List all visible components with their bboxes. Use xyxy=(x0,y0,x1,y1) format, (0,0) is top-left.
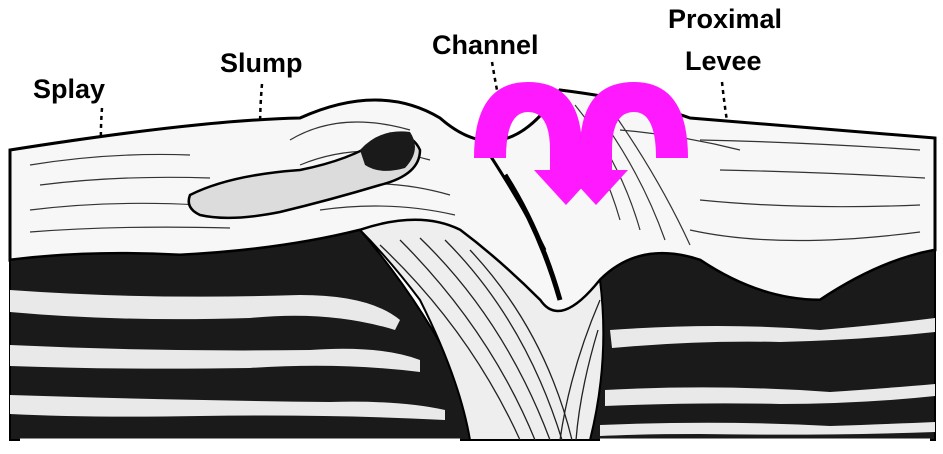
label-channel: Channel xyxy=(432,30,539,60)
label-proximal-levee-line2: Levee xyxy=(685,46,762,76)
label-proximal-levee-line1: Proximal xyxy=(668,4,782,34)
label-slump: Slump xyxy=(220,48,303,78)
label-splay: Splay xyxy=(33,74,105,104)
block-body xyxy=(10,90,935,440)
